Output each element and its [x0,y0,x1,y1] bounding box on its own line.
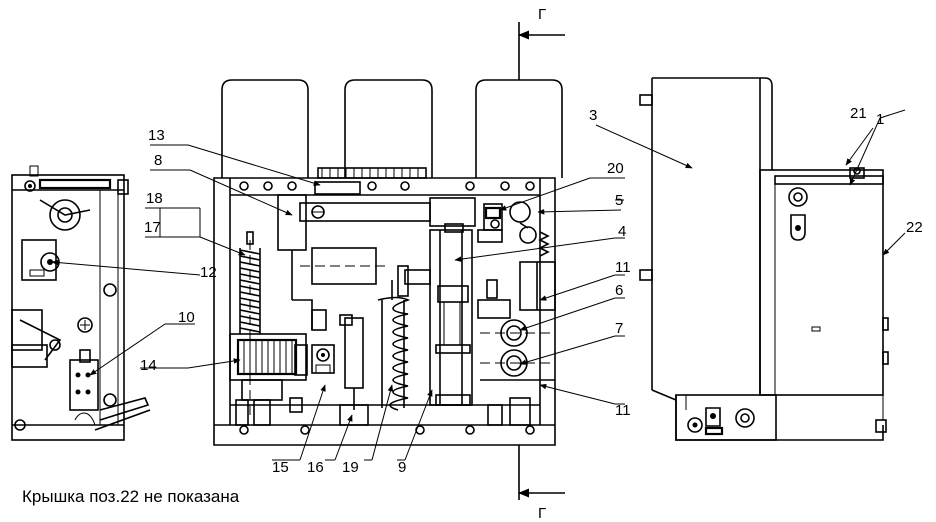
callout-21: 21 [850,105,867,122]
callout-14: 14 [140,357,157,374]
leader-lines [51,109,906,461]
drawing-caption: Крышка поз.22 не показана [22,487,240,506]
front-view [213,79,563,446]
callout-6: 6 [615,282,623,299]
callout-5: 5 [615,192,623,209]
callout-11-lower: 11 [615,402,631,419]
callout-19: 19 [342,459,359,476]
right-side-view [639,77,889,441]
callout-11-upper: 11 [615,259,631,276]
callout-15: 15 [272,459,289,476]
callout-17: 17 [144,219,161,236]
callout-8: 8 [154,152,162,169]
callout-18: 18 [146,190,163,207]
section-mark-top: Г [538,6,546,23]
callout-3: 3 [589,107,597,124]
callout-22: 22 [906,219,923,236]
callout-1: 1 [876,111,884,128]
callout-7: 7 [615,320,623,337]
left-side-view [11,165,151,441]
callout-16: 16 [307,459,324,476]
callout-9: 9 [398,459,406,476]
section-line: Г Г [517,6,565,522]
callout-12: 12 [200,264,217,281]
callout-4: 4 [618,223,626,240]
callout-13: 13 [148,127,165,144]
callout-20: 20 [607,160,624,177]
section-mark-bottom: Г [538,505,546,522]
callout-labels: 1 3 4 5 6 7 8 9 10 11 11 12 13 14 15 16 … [140,105,923,476]
callout-10: 10 [178,309,195,326]
